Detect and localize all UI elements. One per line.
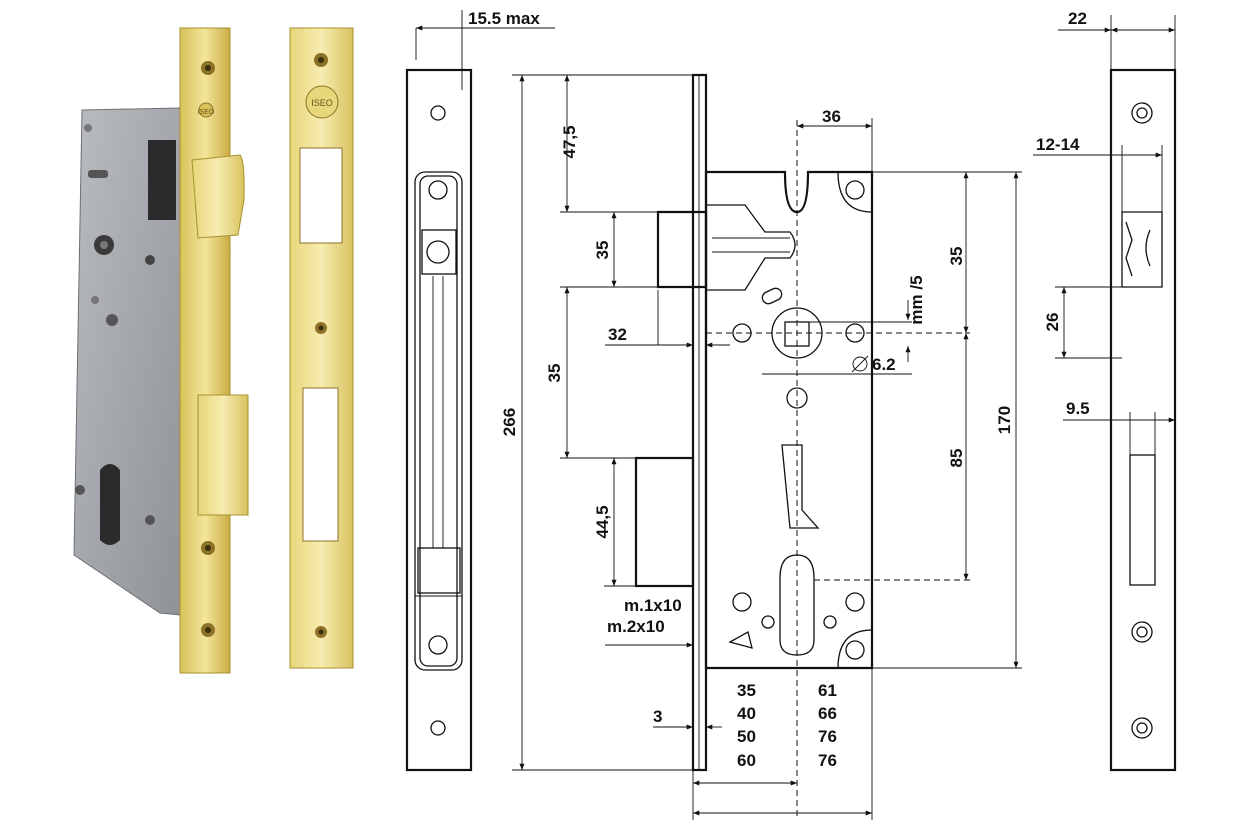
dim-spindle-to-cylinder: 85 xyxy=(947,449,966,468)
dim-body-height: 170 xyxy=(995,406,1014,434)
dim-strike-offset: 26 xyxy=(1043,313,1062,332)
dim-spindle-to-top: 35 xyxy=(947,247,966,266)
dim-spindle-size: 6.2 xyxy=(872,355,896,374)
latch-bolt xyxy=(191,154,245,239)
faceplate-front-view: 15.5 max xyxy=(405,9,555,772)
strike-logo: ISEO xyxy=(311,98,333,108)
backset-value: 40 xyxy=(737,704,756,723)
backset-value: 60 xyxy=(737,751,756,770)
photo-logo: ISEO xyxy=(198,109,215,116)
dim-latch-height: 35 xyxy=(593,241,612,260)
dim-strike-bolt-width: 9.5 xyxy=(1066,399,1090,418)
distance-value: 61 xyxy=(818,681,837,700)
dead-bolt xyxy=(197,394,249,516)
dim-total-height: 266 xyxy=(500,408,519,436)
distance-value: 76 xyxy=(818,751,837,770)
dim-faceplate-width: 22 xyxy=(1068,9,1087,28)
strike-plate-photo: ISEO xyxy=(289,27,354,669)
backset-table: 35 40 50 60 61 66 76 76 xyxy=(737,681,837,770)
dim-latch-projection: 32 xyxy=(608,325,627,344)
lock-faceplate xyxy=(179,27,231,674)
distance-value: 66 xyxy=(818,704,837,723)
label-screw-1: m.1x10 xyxy=(624,596,682,615)
lock-photo: ISEO xyxy=(73,27,249,674)
dim-strike-latch-width: 12-14 xyxy=(1036,135,1080,154)
dim-body-depth: 36 xyxy=(822,107,841,126)
dim-latch-to-spindle: 35 xyxy=(545,364,564,383)
dim-bolt-offset: 47,5 xyxy=(560,125,579,158)
dim-deadbolt-height: 44,5 xyxy=(593,505,612,538)
backset-value: 50 xyxy=(737,727,756,746)
lock-side-view: 266 47,5 35 35 44,5 32 36 170 35 xyxy=(500,73,1022,820)
strike-plate-drawing: 22 12-14 26 9.5 xyxy=(1033,9,1177,772)
distance-value: 76 xyxy=(818,727,837,746)
label-screw-2: m.2x10 xyxy=(607,617,665,636)
dim-faceplate-thickness: 15.5 max xyxy=(468,9,540,28)
dim-faceplate-step: 3 xyxy=(653,707,662,726)
dim-spindle-unit: mm /5 xyxy=(907,275,926,324)
backset-value: 35 xyxy=(737,681,756,700)
